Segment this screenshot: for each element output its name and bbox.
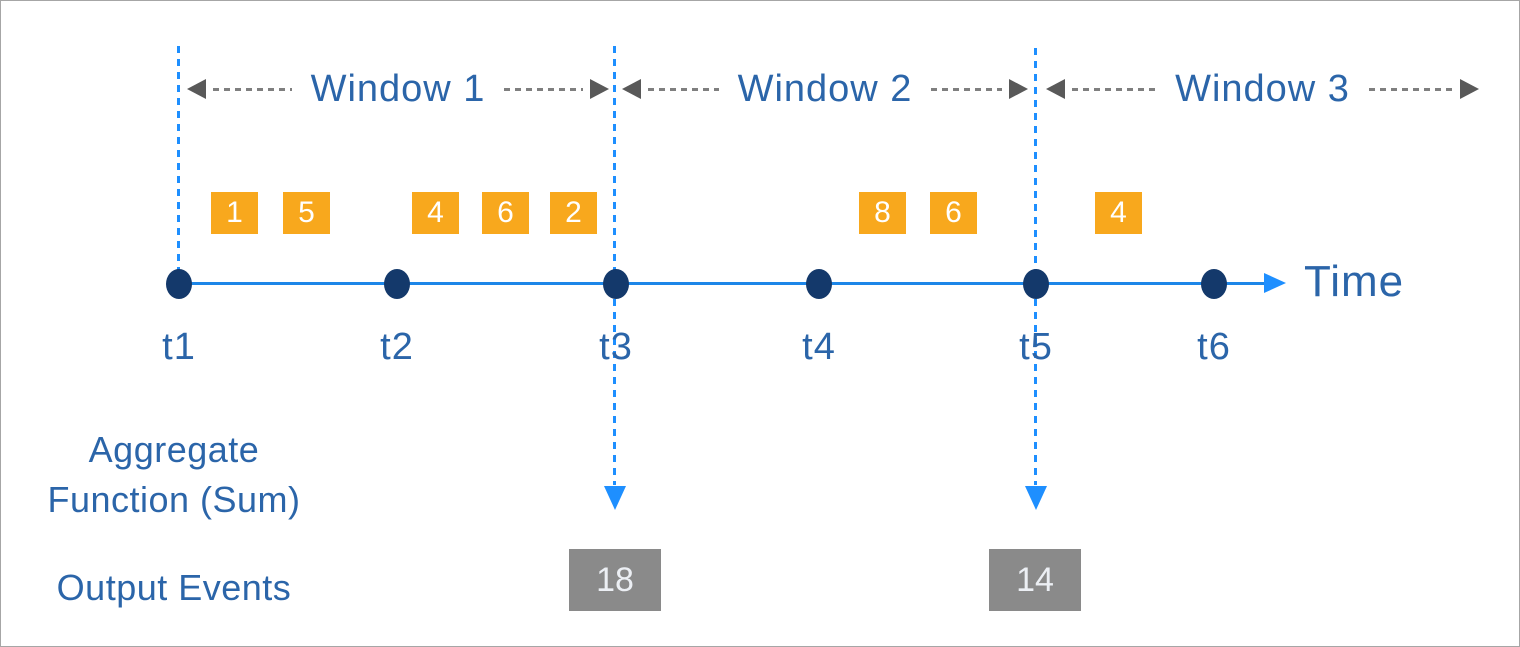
dashed-span-line [1368, 87, 1453, 91]
left-arrow-icon [1046, 79, 1065, 99]
event-box: 6 [930, 192, 977, 234]
time-axis-arrow-icon [1264, 273, 1286, 293]
tick-label-t3: t3 [599, 326, 633, 368]
window-boundary-guide-t3-top [613, 46, 616, 270]
timeline-dot-t5 [1023, 269, 1049, 299]
event-box: 4 [1095, 192, 1142, 234]
dashed-span-line [504, 87, 583, 91]
down-arrow-icon [604, 486, 626, 510]
window-2-span: Window 2 [622, 64, 1028, 114]
dashed-span-line [1072, 87, 1157, 91]
left-arrow-icon [622, 79, 641, 99]
timeline-dot-t6 [1201, 269, 1227, 299]
output-events-label: Output Events [56, 567, 292, 608]
timeline-dot-t2 [384, 269, 410, 299]
tick-label-t4: t4 [802, 326, 836, 368]
timeline-dot-t3 [603, 269, 629, 299]
aggregate-function-label-line1: Aggregate [88, 429, 260, 470]
dashed-span-line [213, 87, 292, 91]
time-axis-line [179, 282, 1264, 285]
timeline-dot-t4 [806, 269, 832, 299]
tick-label-t5: t5 [1019, 326, 1053, 368]
right-arrow-icon [1460, 79, 1479, 99]
aggregate-function-label: Aggregate Function (Sum) [24, 425, 324, 525]
output-guide-t5 [1034, 299, 1037, 485]
event-box: 1 [211, 192, 258, 234]
right-arrow-icon [1009, 79, 1028, 99]
window-boundary-guide-t5-top [1034, 48, 1037, 270]
window-1-span: Window 1 [187, 64, 609, 114]
timeline-dot-t1 [166, 269, 192, 299]
time-axis-label: Time [1304, 257, 1405, 306]
down-arrow-icon [1025, 486, 1047, 510]
left-arrow-icon [187, 79, 206, 99]
event-box: 6 [482, 192, 529, 234]
window-3-label: Window 3 [1175, 67, 1350, 110]
window-1-label: Window 1 [310, 67, 486, 110]
window-2-label: Window 2 [737, 67, 913, 110]
dashed-span-line [931, 87, 1002, 91]
aggregate-function-label-line2: Function (Sum) [47, 479, 301, 520]
right-arrow-icon [590, 79, 609, 99]
output-event-box: 18 [569, 549, 661, 611]
event-box: 2 [550, 192, 597, 234]
window-boundary-guide-t1 [177, 46, 180, 270]
output-event-box: 14 [989, 549, 1081, 611]
tick-label-t2: t2 [380, 326, 414, 368]
dashed-span-line [648, 87, 719, 91]
tick-label-t6: t6 [1197, 326, 1231, 368]
event-box: 8 [859, 192, 906, 234]
output-guide-t3 [613, 299, 616, 485]
event-box: 4 [412, 192, 459, 234]
window-3-span: Window 3 [1046, 64, 1479, 114]
event-box: 5 [283, 192, 330, 234]
tick-label-t1: t1 [162, 326, 196, 368]
